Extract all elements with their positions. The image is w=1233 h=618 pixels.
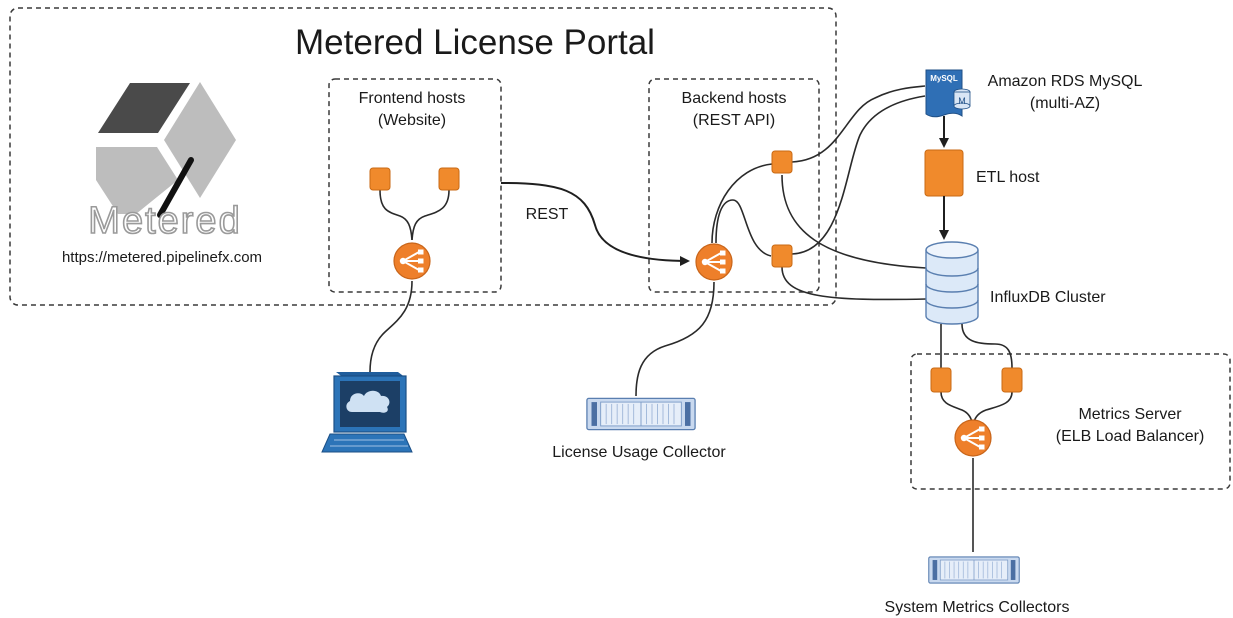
- backend-1-to-rds-wire: [791, 85, 926, 163]
- backend-label-line1: Backend hosts: [682, 90, 787, 107]
- backend-2-to-rds-wire: [791, 95, 926, 255]
- rds-label-line1: Amazon RDS MySQL: [988, 73, 1143, 90]
- backend-elb-to-instance-1-wire: [711, 163, 773, 244]
- metrics-server-box: [910, 353, 1231, 490]
- influxdb-cluster-icon: [925, 241, 979, 325]
- system-metrics-collectors-label: System Metrics Collectors: [885, 599, 1070, 616]
- frontend-elb-icon: [393, 242, 431, 280]
- metered-cube-icon: [96, 82, 236, 218]
- backend-2-to-influx-wire: [781, 266, 927, 301]
- rds-label-line2: (multi-AZ): [1030, 95, 1100, 112]
- metrics-instance-1-icon: [930, 367, 952, 393]
- frontend-hosts-box: [328, 78, 502, 293]
- metrics-instance-1-to-elb-wire: [940, 391, 973, 423]
- frontend-instance-wire-left: [379, 189, 413, 241]
- metrics-instance-2-icon: [1001, 367, 1023, 393]
- rest-arrow: [500, 182, 690, 266]
- license-usage-collector-server-icon: [586, 397, 696, 431]
- frontend-instance-2-icon: [438, 167, 460, 191]
- metrics-server-label-line2: (ELB Load Balancer): [1056, 428, 1205, 445]
- etl-host-label: ETL host: [976, 169, 1040, 186]
- mysql-icon-sub: M: [958, 96, 966, 106]
- mysql-database-icon: MySQL M: [925, 69, 971, 118]
- frontend-instance-wire-right: [411, 189, 450, 241]
- influx-to-metrics-instance-2-wire: [961, 323, 1013, 369]
- backend-label-line2: (REST API): [693, 112, 775, 129]
- metered-license-portal-box: [9, 7, 837, 306]
- etl-host-icon: [924, 149, 964, 197]
- metrics-elb-icon: [954, 419, 992, 457]
- frontend-label-line2: (Website): [378, 112, 446, 129]
- metrics-server-label-line1: Metrics Server: [1078, 406, 1182, 423]
- computer-monitor-icon: [321, 372, 413, 453]
- metrics-instance-2-to-elb-wire: [973, 391, 1013, 423]
- rest-label: REST: [526, 206, 569, 223]
- frontend-instance-1-icon: [369, 167, 391, 191]
- backend-1-to-influx-wire: [781, 174, 927, 269]
- metered-logo-text: Metered: [88, 200, 241, 242]
- frontend-label-line1: Frontend hosts: [359, 90, 466, 107]
- backend-instance-1-icon: [771, 150, 793, 174]
- portal-title: Metered License Portal: [295, 23, 655, 62]
- portal-url[interactable]: https://metered.pipelinefx.com: [62, 249, 262, 266]
- backend-elb-icon: [695, 243, 733, 281]
- mysql-icon-text: MySQL: [930, 74, 958, 83]
- client-wire: [369, 280, 413, 373]
- system-metrics-collectors-server-icon: [928, 556, 1020, 584]
- license-collector-wire: [635, 281, 715, 397]
- influxdb-cluster-label: InfluxDB Cluster: [990, 289, 1106, 306]
- backend-elb-to-instance-2-wire: [715, 199, 772, 257]
- license-usage-collector-label: License Usage Collector: [552, 444, 726, 461]
- backend-instance-2-icon: [771, 244, 793, 268]
